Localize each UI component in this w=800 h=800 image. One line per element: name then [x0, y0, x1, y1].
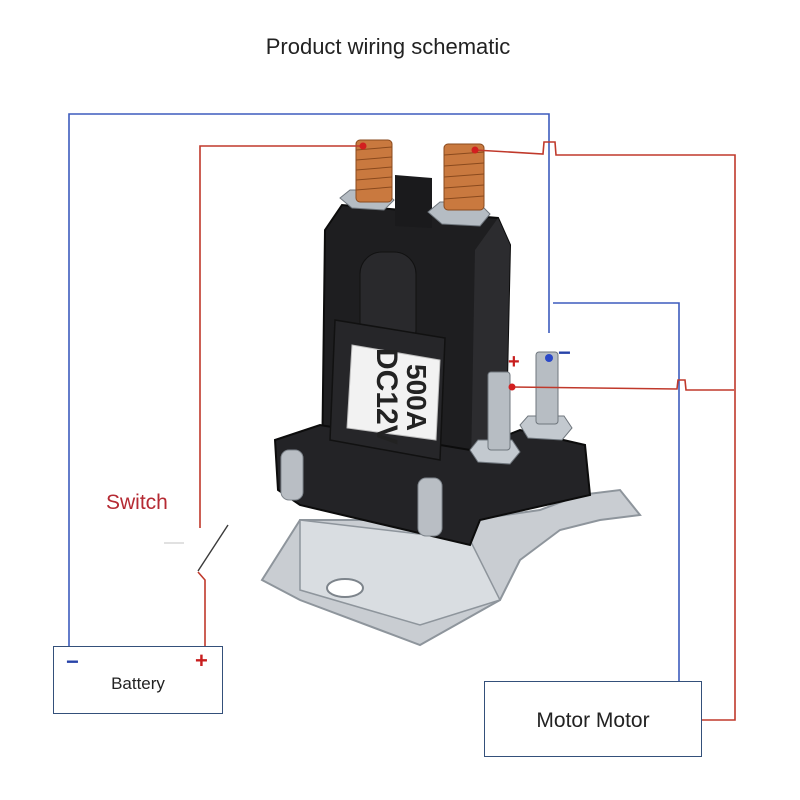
relay-fin [395, 175, 432, 228]
rating-sticker [346, 344, 441, 441]
motor-label: Motor Motor [536, 709, 650, 732]
wire-relay-negative-to-motor [553, 302, 680, 683]
wire-battery-positive-to-switch [197, 571, 206, 655]
terminal-right-large [427, 143, 491, 227]
sticker-text-500a: 500A [401, 364, 432, 431]
switch-lever [197, 524, 229, 572]
sticker-text-dc12v: DC12V [370, 348, 403, 445]
wire-relay-positive-to-motor [511, 379, 734, 391]
battery-negative-symbol: − [66, 649, 79, 674]
motor-box: Motor Motor [484, 681, 702, 757]
battery-box: − + Battery [53, 646, 223, 714]
connection-dot-right-terminal [471, 146, 479, 154]
relay-positive-symbol: + [508, 351, 520, 373]
positive-wires [197, 141, 736, 721]
wire-right-terminal-to-motor [474, 141, 736, 721]
relay-illustration: DC12V 500A [260, 139, 642, 647]
switch-label: Switch [106, 491, 168, 514]
relay-negative-symbol: − [558, 340, 571, 365]
terminal-small-positive [469, 371, 521, 465]
connection-dot-small-negative [545, 354, 553, 362]
battery-label: Battery [111, 674, 165, 693]
terminal-left-large [339, 139, 395, 211]
battery-positive-symbol: + [195, 648, 208, 673]
wire-switch-to-left-terminal [199, 145, 363, 528]
connection-dot-left-terminal [359, 142, 367, 150]
bracket-hole [326, 578, 364, 598]
terminal-small-negative [519, 351, 573, 441]
connection-dot-small-positive [508, 383, 516, 391]
bracket-tab-right [417, 477, 443, 537]
page-title: Product wiring schematic [265, 34, 511, 59]
bracket-tab-left [280, 449, 304, 501]
